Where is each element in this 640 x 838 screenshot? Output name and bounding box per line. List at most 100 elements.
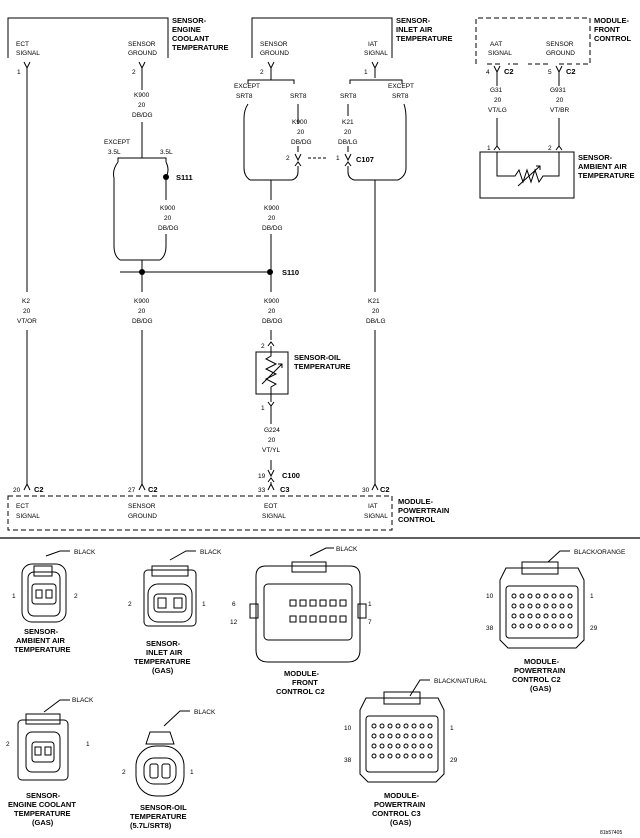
iat-sig-srt8-label: SRT8 (340, 93, 357, 100)
pcm-c2-label-b: C2 (148, 485, 158, 494)
aat-pin2-number: 2 (548, 145, 552, 152)
pcm-title-line1: MODULE- (398, 497, 433, 506)
conn-ect-name-line3: TEMPERATURE (14, 809, 71, 818)
pcm-pin30-number: 30 (362, 487, 370, 494)
fcm-module: AAT SIGNAL SENSOR GROUND MODULE- FRONT C… (475, 16, 631, 65)
wire-g931: G931 20 VT/BR (550, 80, 569, 146)
wire-g31-gauge: 20 (494, 97, 502, 104)
ect-pin1-number: 1 (17, 69, 21, 76)
iat-gnd-except-label: EXCEPT (234, 83, 260, 90)
conn-fcm-c2-pin-7: 7 (368, 619, 372, 626)
conn-fcm-c2-pin-6: 6 (232, 601, 236, 608)
fcm-pin4-number: 4 (486, 69, 490, 76)
wire-k900-srt8-color: DB/DG (291, 139, 312, 146)
c100-pin-number: 19 (258, 473, 266, 480)
pcm-pin33-label-line2: SIGNAL (262, 513, 286, 520)
conn-iat-name-line1: SENSOR- (146, 639, 181, 648)
iat-gnd-srt8-label: SRT8 (290, 93, 307, 100)
c100-label: C100 (282, 471, 300, 480)
pcm-c3-pin-grid (371, 723, 433, 759)
conn-pcm-c2-name-line2: POWERTRAIN (514, 666, 565, 675)
oil-temp-sensor: 2 SENSOR-OIL TEMPERATURE 1 G224 20 VT/YL… (255, 341, 351, 484)
wire-k900-iat-gauge: 20 (268, 215, 276, 222)
conn-fcm-c2-color: BLACK (336, 546, 358, 553)
wire-k2-gauge: 20 (23, 308, 31, 315)
iat-sensor-terminals: 2 1 (260, 61, 379, 76)
aat-title-line2: AMBIENT AIR (578, 162, 627, 171)
pcm-pin20-label-line2: SIGNAL (16, 513, 40, 520)
wire-k900-pcm27-color: DB/DG (132, 318, 153, 325)
splice-s111-dot (163, 174, 169, 180)
wire-k21-srt8-color: DB/LG (338, 139, 358, 146)
wire-k900-srt8-code: K900 (292, 119, 308, 126)
oil-title-line2: TEMPERATURE (294, 362, 351, 371)
conn-iat-name-line4: (GAS) (152, 666, 174, 675)
fcm-c2-pin-grid (289, 599, 347, 623)
conn-pcm-c3-pin-38: 38 (344, 757, 352, 764)
iat-pin1-label-line2: SIGNAL (364, 50, 388, 57)
wire-k900-ect-color: DB/DG (132, 112, 153, 119)
conn-pcm-c3-name-line4: (GAS) (390, 818, 412, 827)
iat-pin1-label-line1: IAT (368, 41, 378, 48)
wire-k900-ect-code: K900 (134, 92, 150, 99)
connector-view-aat: BLACK 1 2 SENSOR- AMBIENT AIR TEMPERATUR… (12, 549, 96, 654)
conn-ect-name-line2: ENGINE COOLANT (8, 800, 76, 809)
wire-k900-pcm27: K900 20 DB/DG (132, 272, 153, 484)
wire-k900-oil-gauge: 20 (268, 308, 276, 315)
conn-pcm-c2-name-line1: MODULE- (524, 657, 559, 666)
ect-pin1-label-line1: ECT (16, 41, 29, 48)
conn-iat-name-line2: INLET AIR (146, 648, 183, 657)
iat-sensor-module: SENSOR GROUND IAT SIGNAL SENSOR- INLET A… (251, 16, 453, 58)
wire-k2-code: K2 (22, 298, 30, 305)
fcm-c2-label-b: C2 (566, 67, 576, 76)
ect-title-line3: COOLANT (172, 34, 209, 43)
connector-view-iat: BLACK 2 1 SENSOR- INLET AIR TEMPERATURE … (128, 549, 222, 675)
conn-pcm-c3-name-line3: CONTROL C3 (372, 809, 421, 818)
pcm-pin27-number: 27 (128, 487, 136, 494)
conn-oil-pin-left: 2 (122, 769, 126, 776)
pcm-pin30-label-line1: IAT (368, 503, 378, 510)
fcm-pin4-label-line2: SIGNAL (488, 50, 512, 57)
ect-except-label: EXCEPT (104, 139, 130, 146)
iat-pin2-label-line1: SENSOR (260, 41, 288, 48)
iat-title-line3: TEMPERATURE (396, 34, 453, 43)
wire-g224-color: VT/YL (262, 447, 280, 454)
figure-id: 81b57405 (600, 830, 622, 836)
wire-k21-pcm-color: DB/LG (366, 318, 386, 325)
wire-k900-pcm27-code: K900 (134, 298, 150, 305)
wire-k900-ect-gauge: 20 (138, 102, 146, 109)
fcm-title-line2: FRONT (594, 25, 620, 34)
conn-ect-name-line4: (GAS) (32, 818, 54, 827)
fcm-pin5-number: 5 (548, 69, 552, 76)
conn-oil-name-line2: TEMPERATURE (130, 812, 187, 821)
fcm-title-line1: MODULE- (594, 16, 629, 25)
conn-oil-pin-right: 1 (190, 769, 194, 776)
connector-view-ect: BLACK 2 1 SENSOR- ENGINE COOLANT TEMPERA… (6, 697, 94, 827)
wire-g224-gauge: 20 (268, 437, 276, 444)
iat-pin1-number: 1 (364, 69, 368, 76)
conn-ect-pin-left: 2 (6, 741, 10, 748)
conn-pcm-c3-name-line2: POWERTRAIN (374, 800, 425, 809)
pcm-c3-label: C3 (280, 485, 290, 494)
wire-k21-srt8-code: K21 (342, 119, 354, 126)
splice-s110: S110 (120, 268, 299, 277)
wire-k900-ect: K900 20 DB/DG EXCEPT 3.5L 3.5L S111 K900… (104, 68, 193, 272)
wire-k900-s111-gauge: 20 (164, 215, 172, 222)
ect-3-5l-label: 3.5L (160, 149, 173, 156)
conn-pcm-c2-color: BLACK/ORANGE (574, 549, 626, 556)
conn-pcm-c3-pin-1: 1 (450, 725, 454, 732)
pcm-c2-label-c: C2 (380, 485, 390, 494)
aat-sensor: 1 2 SENSOR- AMBIENT AIR TEMPERATURE (479, 145, 635, 199)
oil-title-line1: SENSOR-OIL (294, 353, 341, 362)
ect-sensor-terminals: 1 2 (17, 61, 146, 76)
c107-label: C107 (356, 155, 374, 164)
pcm-c2-label-a: C2 (34, 485, 44, 494)
pcm-pin20-label-line1: ECT (16, 503, 29, 510)
connector-view-pcm-c2: BLACK/ORANGE 10 38 1 29 MODULE- POWERTRA… (486, 549, 626, 693)
conn-pcm-c2-name-line3: CONTROL C2 (512, 675, 561, 684)
c107-pin2-number: 2 (286, 155, 290, 162)
conn-pcm-c3-pin-29: 29 (450, 757, 458, 764)
wire-g931-color: VT/BR (550, 107, 569, 114)
wire-g31-color: VT/LG (488, 107, 507, 114)
